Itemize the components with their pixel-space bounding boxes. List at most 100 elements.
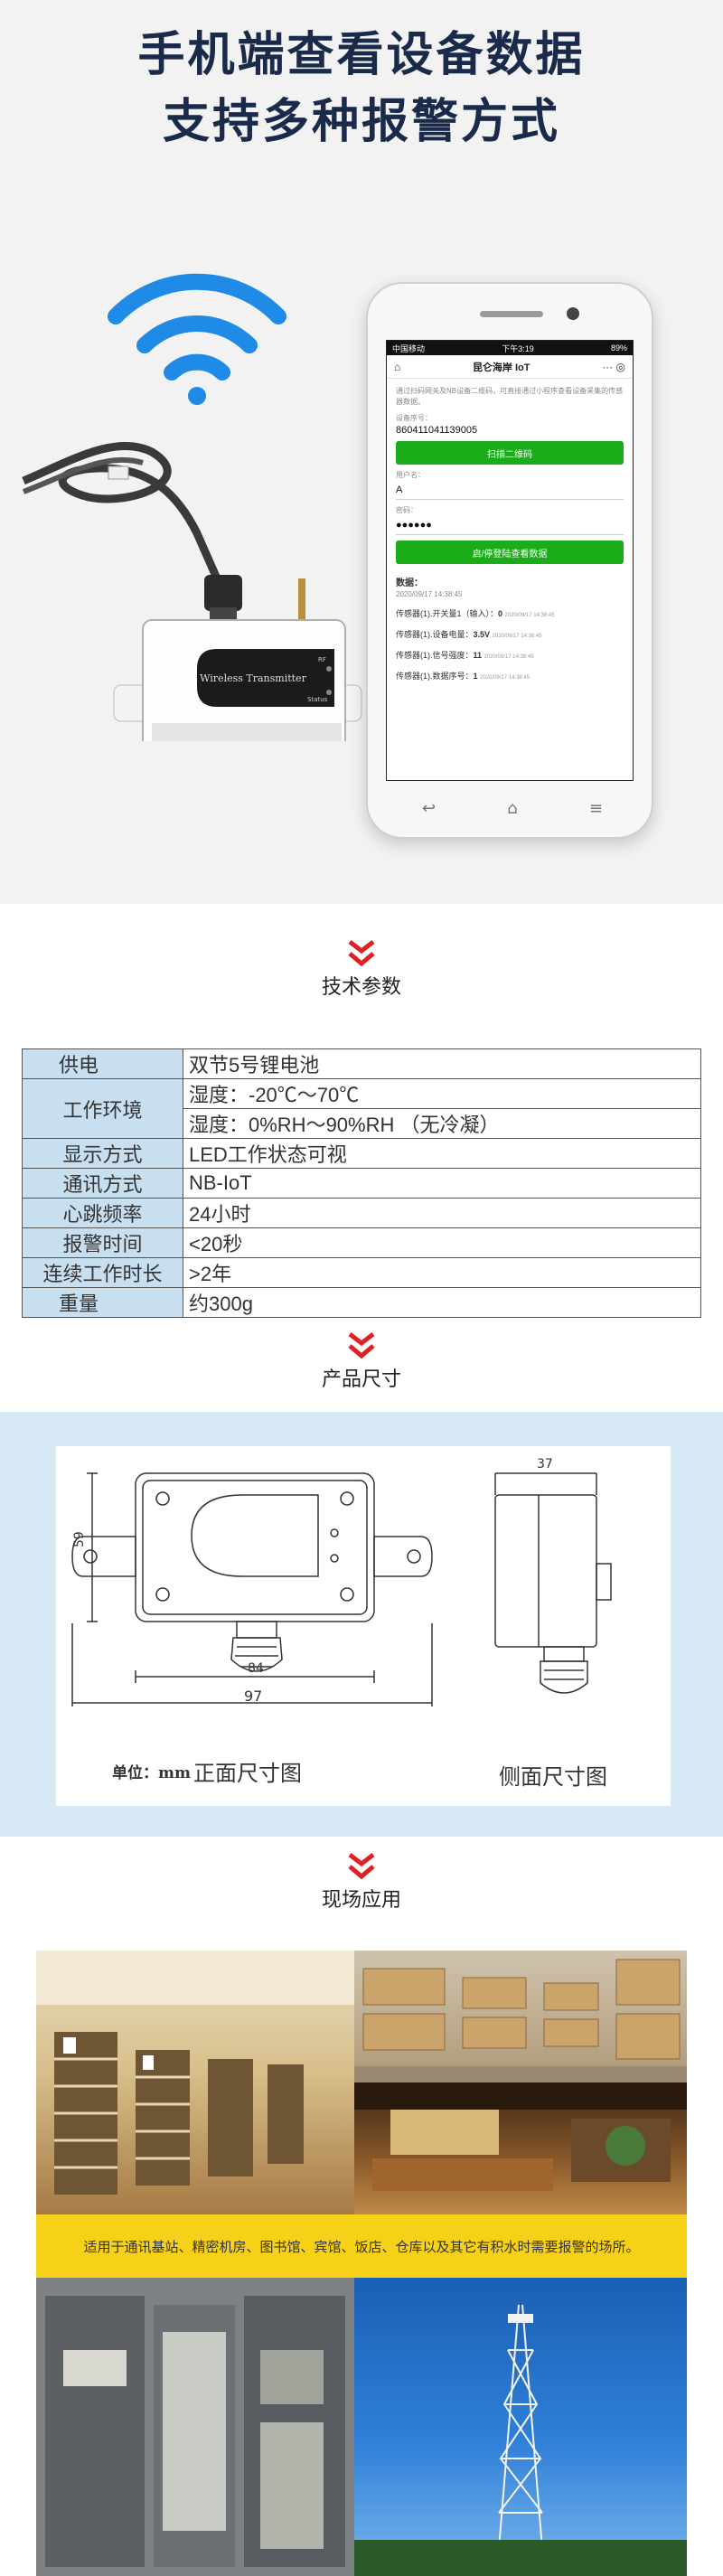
data-row: 传感器(1).开关量1（输入）：0 2020/09/17 14:38:45	[396, 607, 624, 619]
data-row: 传感器(1).数据序号：1 2020/09/17 14:38:45	[396, 670, 624, 682]
param-key: 供电	[22, 1048, 183, 1079]
param-value: NB-IoT	[183, 1168, 701, 1199]
data-row: 传感器(1).信号强度：11 2020/09/17 14:38:45	[396, 649, 624, 661]
data-row-value: 0	[498, 609, 503, 618]
param-key: 通讯方式	[22, 1168, 183, 1199]
table-row: 心跳频率 24小时	[22, 1198, 701, 1228]
params-table: 供电 双节5号锂电池 工作环境 湿度：-20℃～70℃ 湿度：0%RH～90%R…	[22, 1048, 701, 1318]
data-title: 数据：	[396, 578, 423, 588]
data-row: 传感器(1).设备电量：3.5V 2020/09/17 14:38:45	[396, 628, 624, 640]
front-view-caption: 正面尺寸图	[193, 1761, 302, 1786]
double-chevron-down-icon	[348, 1853, 375, 1880]
serial-label: 设备序号：	[396, 414, 432, 422]
dim-height-label: 59	[72, 1531, 87, 1547]
data-row-time: 2020/09/17 14:38:45	[484, 654, 534, 660]
param-value: 约300g	[183, 1287, 701, 1318]
param-value: >2年	[183, 1257, 701, 1288]
password-field[interactable]: ●●●●●●	[396, 515, 624, 535]
battery-label: 89%	[610, 343, 627, 353]
param-key: 工作环境	[22, 1078, 183, 1139]
back-icon[interactable]: ↩	[422, 799, 437, 818]
table-row: 显示方式 LED工作状态可视	[22, 1138, 701, 1169]
param-key: 重量	[22, 1287, 183, 1318]
param-value: LED工作状态可视	[183, 1138, 701, 1169]
phone-camera	[567, 307, 579, 320]
app-title: 昆仑海岸 IoT	[472, 362, 531, 373]
app-content: 通过扫码网关及NB设备二维码，可直接通过小程序查看设备采集的传感器数据。 设备序…	[387, 379, 633, 685]
password-label: 密码：	[396, 506, 418, 514]
param-key: 显示方式	[22, 1138, 183, 1169]
data-row-label: 传感器(1).信号强度：	[396, 651, 474, 660]
app-hint: 通过扫码网关及NB设备二维码，可直接通过小程序查看设备采集的传感器数据。	[396, 387, 624, 406]
phone-status-bar: 中国移动 下午3:19 89%	[387, 341, 633, 355]
table-row: 工作环境 湿度：-20℃～70℃	[22, 1078, 701, 1139]
double-chevron-down-icon	[348, 940, 375, 967]
menu-icon[interactable]: ≡	[588, 799, 603, 818]
carrier-label: 中国移动	[392, 343, 426, 353]
data-time: 2020/09/17 14:38:45	[396, 590, 463, 598]
machine-room-photo	[36, 2278, 354, 2576]
data-row-value: 3.5V	[473, 630, 491, 639]
params-header: 技术参数	[0, 940, 723, 1000]
unit-label: 单位：mm	[112, 1764, 191, 1782]
wireless-transmitter-device-image: Wireless Transmitter RF Status	[22, 441, 362, 741]
data-row-label: 传感器(1).开关量1（输入）：	[396, 609, 499, 618]
side-view-caption: 侧面尺寸图	[499, 1764, 607, 1790]
data-row-time: 2020/09/17 14:38:45	[492, 634, 542, 639]
param-value: 湿度：0%RH～90%RH （无冷凝）	[183, 1108, 701, 1139]
dim-depth-label: 37	[537, 1457, 553, 1471]
dimension-drawing-card: 59 84 97 37 单位：mm 正面尺寸图 侧面尺寸图	[56, 1446, 671, 1806]
param-value: 双节5号锂电池	[183, 1048, 701, 1079]
application-scenes: 适用于通讯基站、精密机房、图书馆、宾馆、饭店、仓库以及其它有积水时需要报警的场所…	[36, 1951, 687, 2576]
table-row: 重量 约300g	[22, 1287, 701, 1318]
dim-inner-width-label: 84	[248, 1661, 264, 1676]
status-time: 下午3:19	[502, 343, 534, 353]
hero-section: 手机端查看设备数据 支持多种报警方式 Wireles	[0, 0, 723, 904]
start-stop-button[interactable]: 启/停登陆查看数据	[396, 541, 624, 564]
size-title: 产品尺寸	[321, 1368, 401, 1391]
hero-title-line1: 手机端查看设备数据	[137, 28, 586, 82]
data-row-value: 1	[473, 672, 478, 681]
hero-title-line2: 支持多种报警方式	[162, 95, 560, 149]
device-label-main: Wireless Transmitter	[200, 672, 306, 684]
table-row: 连续工作时长 >2年	[22, 1257, 701, 1288]
param-key-text: 重量	[59, 1293, 99, 1315]
serial-field[interactable]: 860411041139005	[396, 425, 478, 436]
home-key-icon[interactable]: ⌂	[507, 799, 518, 818]
username-field[interactable]: A	[396, 480, 624, 500]
data-row-label: 传感器(1).设备电量：	[396, 630, 474, 639]
phone-screen: 中国移动 下午3:19 89% ⌂ 昆仑海岸 IoT ··· ◎ 通过扫码网关及…	[386, 340, 634, 781]
table-row: 供电 双节5号锂电池	[22, 1048, 701, 1079]
data-row-label: 传感器(1).数据序号：	[396, 672, 474, 681]
scan-qr-button[interactable]: 扫描二维码	[396, 441, 624, 465]
more-icon[interactable]: ··· ◎	[602, 360, 625, 373]
param-key: 心跳频率	[22, 1198, 183, 1228]
param-value: <20秒	[183, 1227, 701, 1258]
phone-speaker	[480, 311, 543, 317]
base-station-photo	[354, 2278, 687, 2576]
param-key: 报警时间	[22, 1227, 183, 1258]
home-icon[interactable]: ⌂	[394, 360, 401, 373]
param-value: 湿度：-20℃～70℃	[183, 1078, 701, 1109]
application-banner: 适用于通讯基站、精密机房、图书馆、宾馆、饭店、仓库以及其它有积水时需要报警的场所…	[36, 2214, 687, 2278]
wifi-signal-icon	[108, 273, 286, 405]
param-key: 连续工作时长	[22, 1257, 183, 1288]
username-label: 用户名：	[396, 471, 425, 479]
scene-title: 现场应用	[321, 1889, 401, 1912]
scene-header: 现场应用	[0, 1853, 723, 1913]
table-row: 通讯方式 NB-IoT	[22, 1168, 701, 1199]
table-row: 湿度：0%RH～90%RH （无冷凝）	[23, 1108, 701, 1139]
params-title: 技术参数	[321, 976, 401, 999]
data-row-time: 2020/09/17 14:38:45	[504, 613, 555, 618]
param-value: 24小时	[183, 1198, 701, 1228]
warehouse-photo	[354, 1951, 687, 2082]
app-nav-bar: ⌂ 昆仑海岸 IoT ··· ◎	[387, 355, 633, 379]
phone-soft-keys: ↩ ⌂ ≡	[422, 799, 603, 818]
hotel-lobby-photo	[354, 2082, 687, 2214]
device-label-rf: RF	[318, 656, 326, 663]
library-photo	[36, 1951, 354, 2214]
dim-width-label: 97	[244, 1688, 262, 1705]
data-row-time: 2020/09/17 14:38:45	[480, 675, 531, 681]
phone-mockup: 中国移动 下午3:19 89% ⌂ 昆仑海岸 IoT ··· ◎ 通过扫码网关及…	[366, 282, 653, 839]
table-row: 报警时间 <20秒	[22, 1227, 701, 1258]
